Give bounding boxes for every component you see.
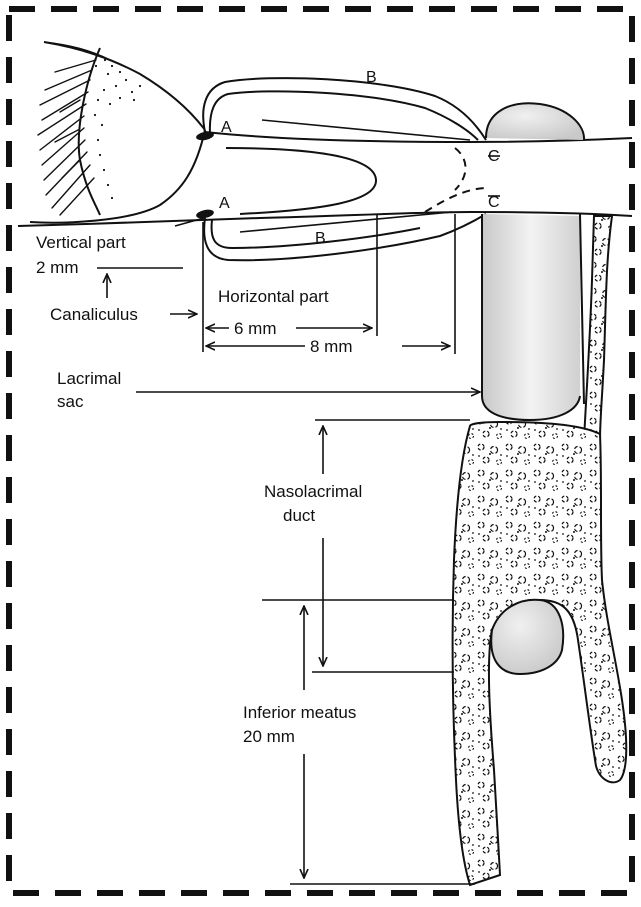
label-b-lower: B bbox=[315, 230, 326, 247]
duct-label: duct bbox=[283, 506, 315, 525]
bony-wall-strip bbox=[584, 216, 612, 440]
common-canaliculus-upper-dash bbox=[455, 148, 466, 190]
label-c-upper: C bbox=[488, 148, 500, 165]
label-a-lower: A bbox=[219, 195, 230, 212]
eight-mm-label: 8 mm bbox=[310, 337, 353, 356]
inferior-meatus-label: Inferior meatus bbox=[243, 703, 356, 722]
vertical-part-pointer bbox=[175, 218, 204, 226]
vertical-mm-label: 2 mm bbox=[36, 258, 79, 277]
lacrimal-label: Lacrimal bbox=[57, 369, 121, 388]
lower-punctum bbox=[195, 208, 214, 220]
eye-iris bbox=[30, 42, 208, 222]
lacrimal-sac-body bbox=[482, 214, 580, 420]
label-a-upper: A bbox=[221, 119, 232, 136]
upper-canaliculus-lumen bbox=[262, 120, 470, 140]
upper-canaliculus-outer bbox=[203, 78, 486, 140]
nasolacrimal-label: Nasolacrimal bbox=[264, 482, 362, 501]
sac-wall-line bbox=[580, 214, 584, 404]
lower-canaliculus-outer bbox=[204, 214, 486, 260]
lacrimal-sac-fundus bbox=[486, 103, 584, 140]
six-mm-label: 6 mm bbox=[234, 319, 277, 338]
upper-canaliculus-inner bbox=[210, 91, 478, 140]
twenty-mm-label: 20 mm bbox=[243, 727, 295, 746]
label-c-lower: C bbox=[488, 194, 500, 211]
horizontal-part-label: Horizontal part bbox=[218, 287, 329, 306]
caruncle-outline bbox=[226, 148, 376, 214]
sac-label: sac bbox=[57, 392, 84, 411]
common-canaliculus-lower-dash bbox=[425, 188, 488, 212]
label-b-upper: B bbox=[366, 69, 377, 86]
canaliculus-label: Canaliculus bbox=[50, 305, 138, 324]
vertical-part-label: Vertical part bbox=[36, 233, 126, 252]
